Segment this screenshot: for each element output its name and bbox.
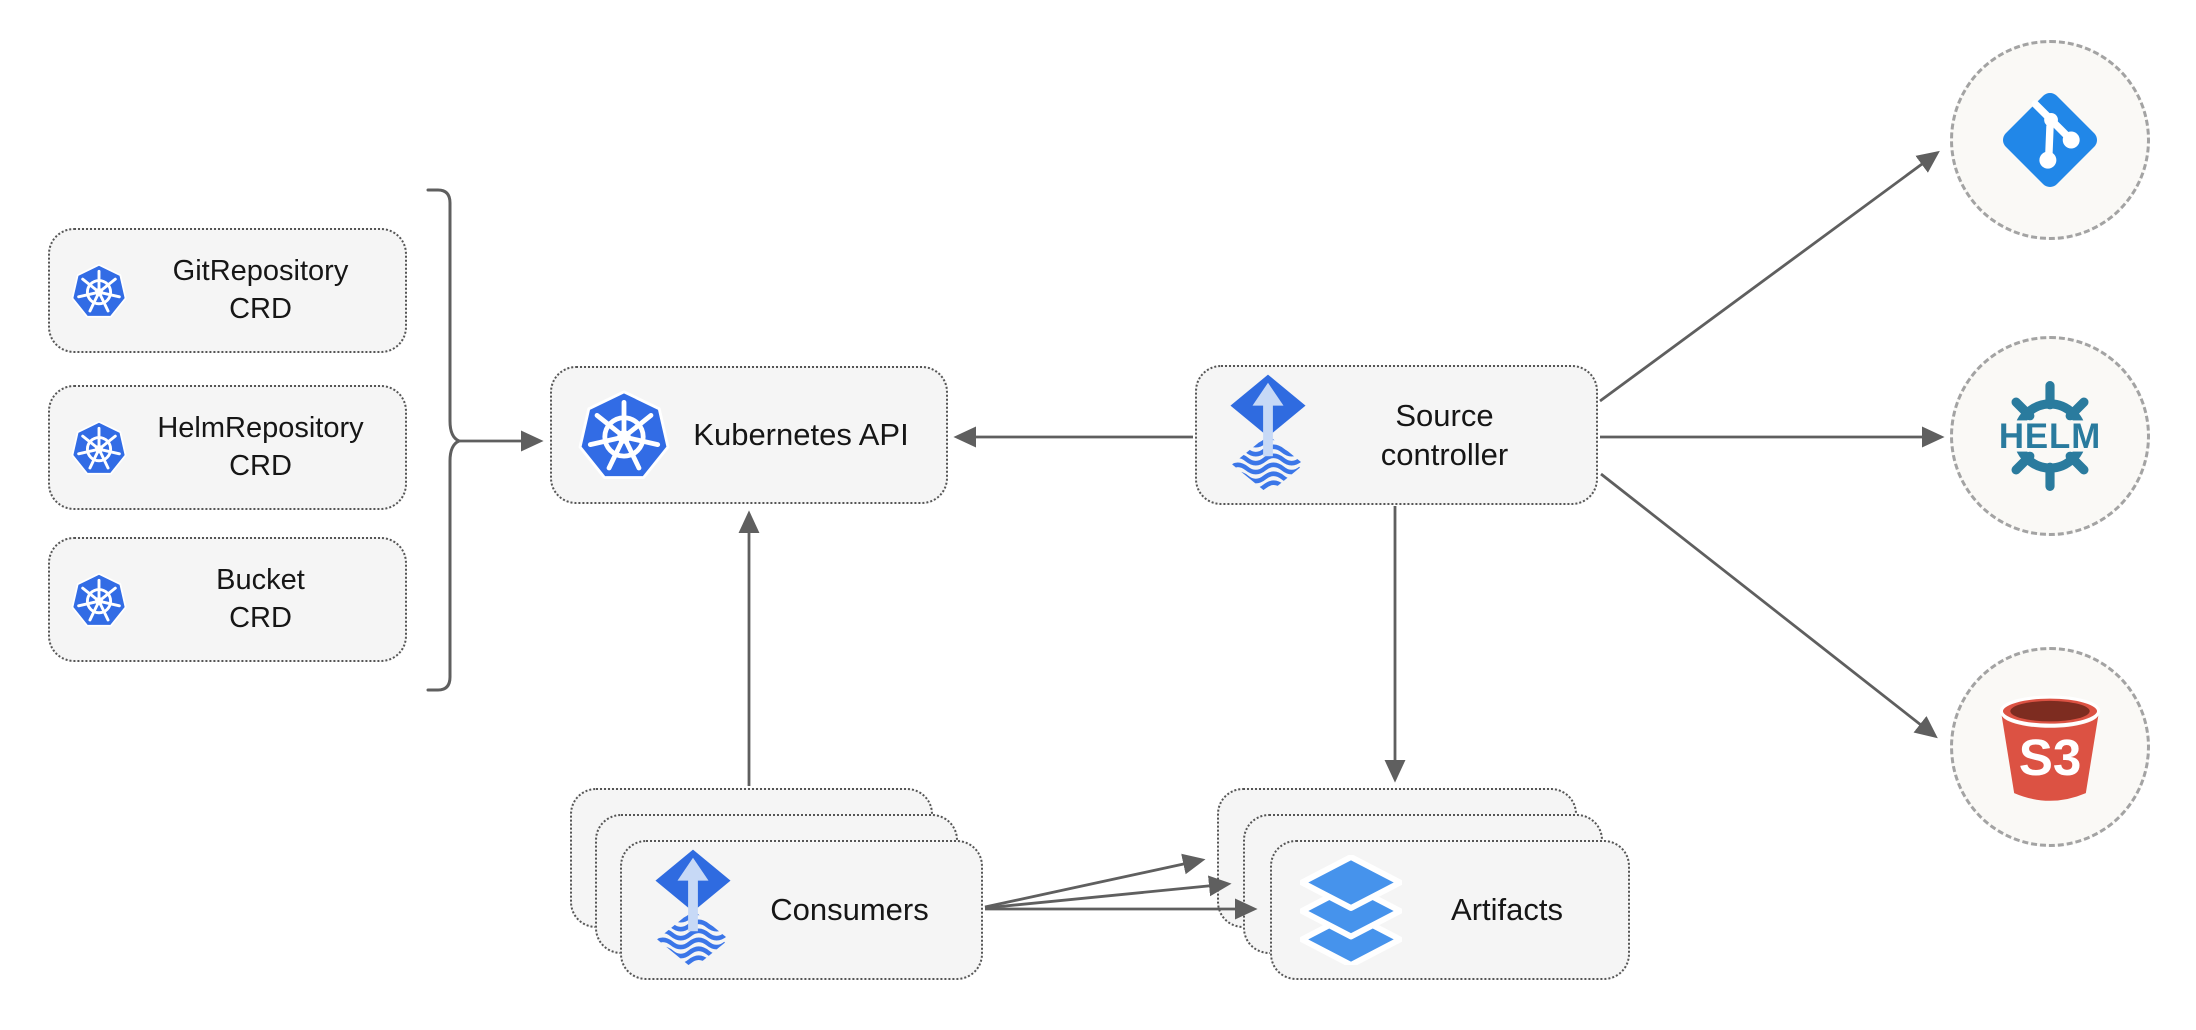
kubernetes-icon	[71, 572, 127, 627]
s3-wordmark: S3	[2019, 729, 2082, 786]
node-label: HelmRepository CRD	[128, 410, 405, 484]
flux-icon	[655, 849, 731, 968]
node-kubernetes-api: Kubernetes API	[550, 366, 948, 504]
node-s3-source: S3	[1950, 647, 2150, 847]
crd-subtitle: CRD	[229, 601, 292, 634]
node-bucket-crd: Bucket CRD	[48, 537, 407, 662]
node-consumers: Consumers	[620, 840, 983, 980]
node-helm-source: HELM	[1950, 336, 2150, 536]
s3-bucket-icon: S3	[1999, 695, 2101, 801]
node-source-controller: Source controller	[1195, 365, 1598, 505]
arrow-consumers-to-artifacts-1	[984, 853, 1206, 909]
helm-wordmark: HELM	[1999, 417, 2101, 456]
kubernetes-icon	[578, 390, 670, 479]
node-git-source	[1950, 40, 2150, 240]
arrow-source-to-s3	[1600, 472, 1938, 739]
kubernetes-icon	[71, 420, 127, 475]
source-line1: Source	[1395, 397, 1494, 433]
kubernetes-icon	[71, 263, 127, 318]
layers-icon	[1300, 855, 1402, 965]
crd-subtitle: CRD	[229, 449, 292, 482]
node-artifacts: Artifacts	[1270, 840, 1630, 980]
node-label: Kubernetes API	[693, 417, 909, 453]
crd-title: Bucket	[216, 564, 305, 597]
node-label: GitRepository CRD	[128, 253, 405, 327]
node-label: Artifacts	[1451, 892, 1563, 928]
flux-icon	[1230, 374, 1306, 493]
node-gitrepository-crd: GitRepository CRD	[48, 228, 407, 353]
crd-title: GitRepository	[172, 255, 349, 288]
source-line2: controller	[1380, 437, 1509, 472]
crd-title: HelmRepository	[157, 412, 364, 445]
helm-icon: HELM	[1979, 381, 2121, 491]
node-label: Source controller	[1309, 396, 1596, 474]
crd-group-bracket	[426, 188, 463, 692]
arrow-consumers-to-artifacts-2	[984, 875, 1232, 910]
node-helmrepository-crd: HelmRepository CRD	[48, 385, 407, 510]
crd-subtitle: CRD	[229, 292, 292, 325]
arrow-source-to-git	[1599, 150, 1940, 403]
node-label: Consumers	[770, 892, 929, 928]
node-label: Bucket CRD	[128, 562, 405, 636]
git-icon	[2002, 92, 2098, 188]
